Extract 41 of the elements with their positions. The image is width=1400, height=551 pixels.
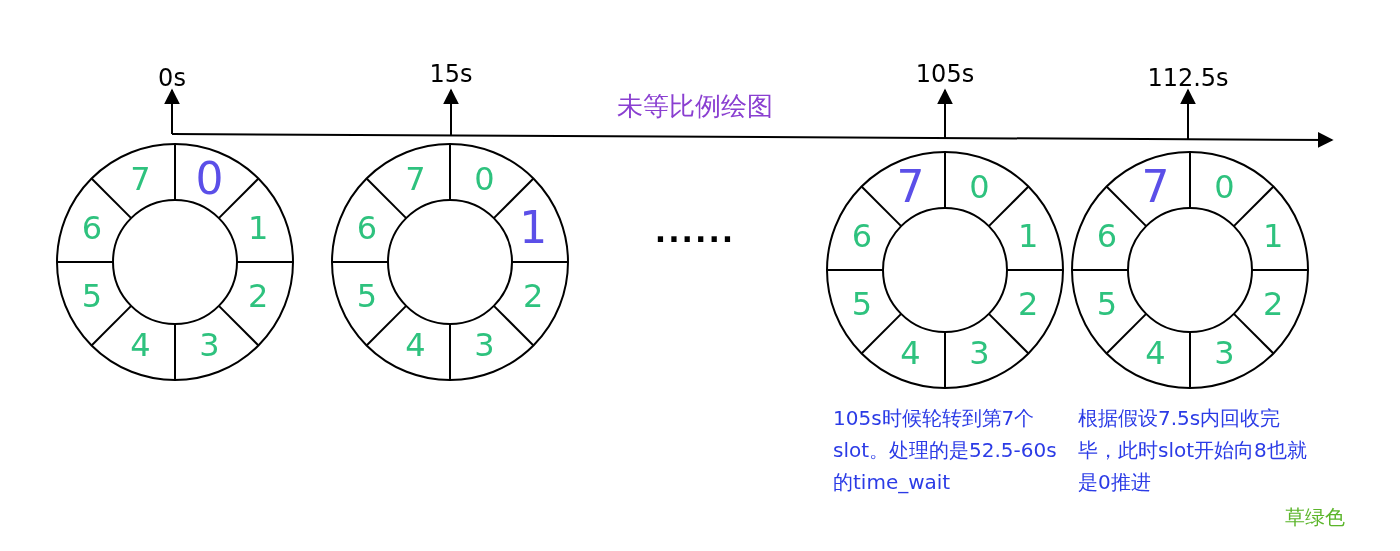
- wheel-caption: 根据假设7.5s内回收完毕，此时slot开始向8也就是0推进: [1078, 405, 1308, 496]
- slot-number: 0: [195, 156, 224, 201]
- slot-number: 3: [199, 329, 220, 362]
- slot-number: 1: [519, 205, 548, 250]
- slot-number: 0: [1214, 170, 1235, 203]
- slot-number: 6: [81, 211, 102, 244]
- slot-number: 1: [1262, 219, 1284, 252]
- slot-number: 3: [1214, 337, 1235, 370]
- time-label: 105s: [915, 62, 975, 86]
- slot-number: 4: [405, 329, 426, 362]
- slot-number: 6: [851, 219, 872, 252]
- slot-number: 3: [969, 337, 990, 370]
- slot-number: 5: [1096, 288, 1117, 321]
- ellipsis: ......: [654, 217, 736, 247]
- time-label: 112.5s: [1147, 66, 1229, 90]
- note-text: 草绿色: [1285, 507, 1345, 527]
- slot-number: 2: [522, 280, 544, 313]
- slot-number: 2: [1017, 288, 1039, 321]
- slot-number: 1: [247, 211, 269, 244]
- slot-number: 5: [356, 280, 377, 313]
- slot-number: 5: [851, 288, 872, 321]
- slot-number: 3: [474, 329, 495, 362]
- slot-number: 0: [474, 162, 495, 195]
- slot-number: 2: [1262, 288, 1284, 321]
- time-label: 15s: [429, 62, 473, 86]
- slot-number: 7: [130, 162, 151, 195]
- slot-number: 2: [247, 280, 269, 313]
- slot-number: 7: [896, 164, 925, 209]
- slot-number: 7: [1141, 164, 1170, 209]
- slot-number: 4: [1145, 337, 1166, 370]
- slot-number: 7: [405, 162, 426, 195]
- note-text: 未等比例绘图: [617, 93, 773, 119]
- slot-number: 5: [81, 280, 102, 313]
- slot-number: 1: [1017, 219, 1039, 252]
- slot-number: 4: [900, 337, 921, 370]
- slot-number: 0: [969, 170, 990, 203]
- time-label: 0s: [158, 66, 186, 90]
- slot-number: 6: [356, 211, 377, 244]
- wheel-caption: 105s时候轮转到第7个slot。处理的是52.5-60s的time_wait: [833, 405, 1058, 496]
- slot-number: 6: [1096, 219, 1117, 252]
- slot-number: 4: [130, 329, 151, 362]
